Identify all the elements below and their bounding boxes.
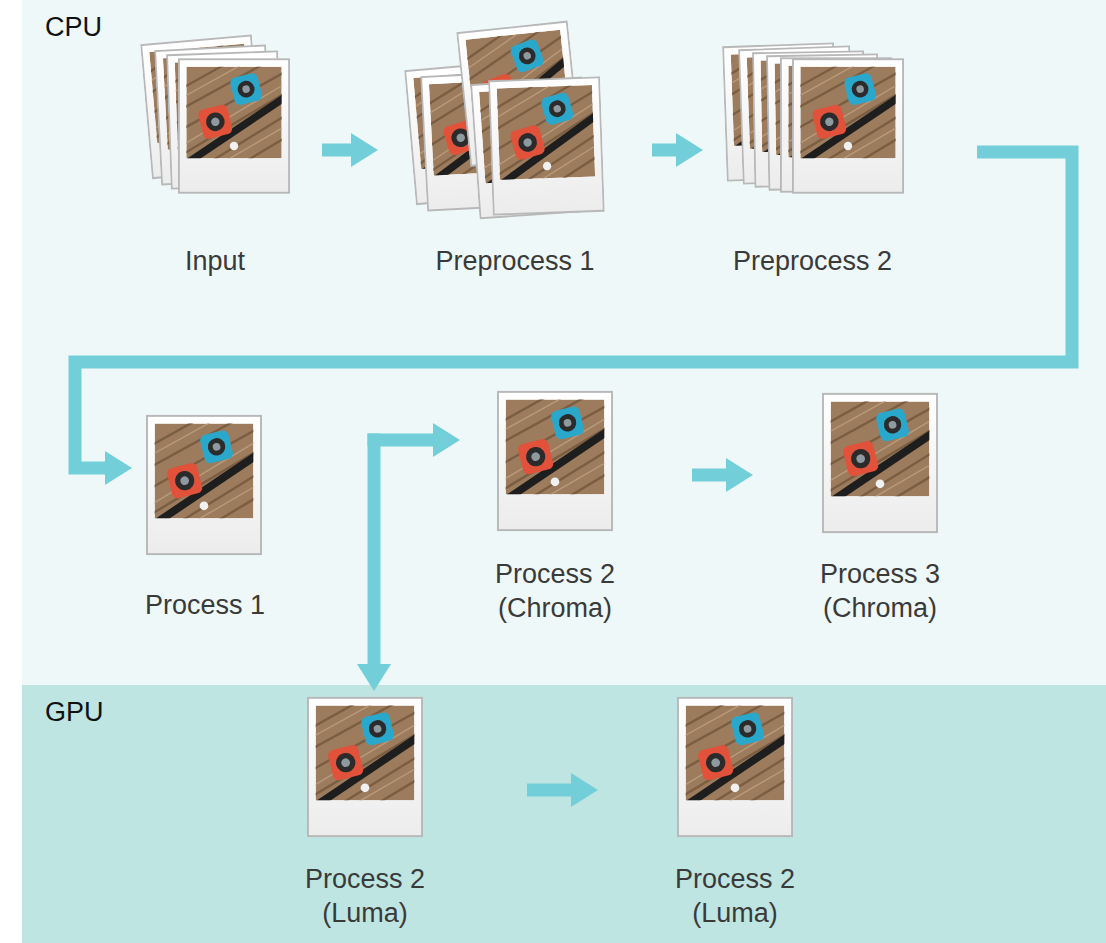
photo-card [812, 383, 947, 532]
photo-stage: Process 2 (Luma) [288, 692, 442, 930]
photo-stage: Preprocess 1 [398, 20, 632, 278]
stage-label: Process 2 (Luma) [288, 862, 442, 930]
stage-label: Process 1 [136, 588, 274, 622]
photo-card [297, 687, 432, 836]
region-title: GPU [45, 695, 104, 729]
arrow-line [692, 469, 727, 482]
photo-stage: Process 3 (Chroma) [803, 385, 957, 625]
label-holder: Preprocess 1 [398, 244, 632, 278]
stage-label: Preprocess 2 [708, 244, 917, 278]
flow-arrow [75, 152, 1072, 485]
photo-card [136, 405, 271, 554]
gpu-region: GPU Process 2 (Luma) Process 2 (Luma) [22, 685, 1106, 943]
arrow-head [726, 458, 753, 492]
label-holder: Process 2 (Luma) [288, 862, 442, 930]
region-title: CPU [45, 10, 102, 44]
cpu-region: CPU Input Preprocess 1 Preprocess 2 Process … [22, 0, 1106, 685]
flow-arrow [652, 133, 703, 167]
gpu-ground [22, 685, 1106, 943]
arrow-head [676, 133, 703, 167]
arrow-head [357, 664, 391, 691]
label-holder: Process 2 (Luma) [658, 862, 812, 930]
photo-stage: Process 2 (Chroma) [478, 385, 632, 625]
label-holder: Input [133, 244, 297, 278]
flow-arrow [527, 773, 598, 807]
stage-label: Process 2 (Luma) [658, 862, 812, 930]
photo-card [478, 67, 614, 215]
stage-label: Input [133, 244, 297, 278]
photo-stage: Process 2 (Luma) [658, 692, 812, 930]
stage-label: Process 2 (Chroma) [478, 557, 632, 625]
label-holder: Process 1 [136, 588, 274, 622]
arrow-head [571, 773, 598, 807]
arrow-line [652, 144, 677, 157]
flow-arrow [322, 133, 378, 167]
photo-card [169, 49, 300, 193]
photo-stage: Preprocess 2 [708, 20, 917, 278]
arrow-line [322, 144, 352, 157]
flow-arrow [357, 434, 391, 692]
photo-stage: Input [133, 20, 297, 278]
flow-arrow [368, 423, 461, 457]
arrow-head [433, 423, 460, 457]
arrow-line [368, 434, 381, 666]
flow-arrow [692, 458, 753, 492]
arrow-line [527, 784, 572, 797]
photo-card [667, 687, 802, 836]
cpu-ground [22, 0, 1106, 685]
photo-stage: Process 1 [136, 410, 274, 622]
arrow-line [75, 152, 1072, 468]
arrow-head [351, 133, 378, 167]
photo-card [487, 381, 622, 530]
label-holder: Process 2 (Chroma) [478, 557, 632, 625]
stage-label: Process 3 (Chroma) [803, 557, 957, 625]
stage-label: Preprocess 1 [398, 244, 632, 278]
arrow-head [105, 451, 132, 485]
label-holder: Process 3 (Chroma) [803, 557, 957, 625]
label-holder: Preprocess 2 [708, 244, 917, 278]
photo-card [783, 49, 914, 193]
